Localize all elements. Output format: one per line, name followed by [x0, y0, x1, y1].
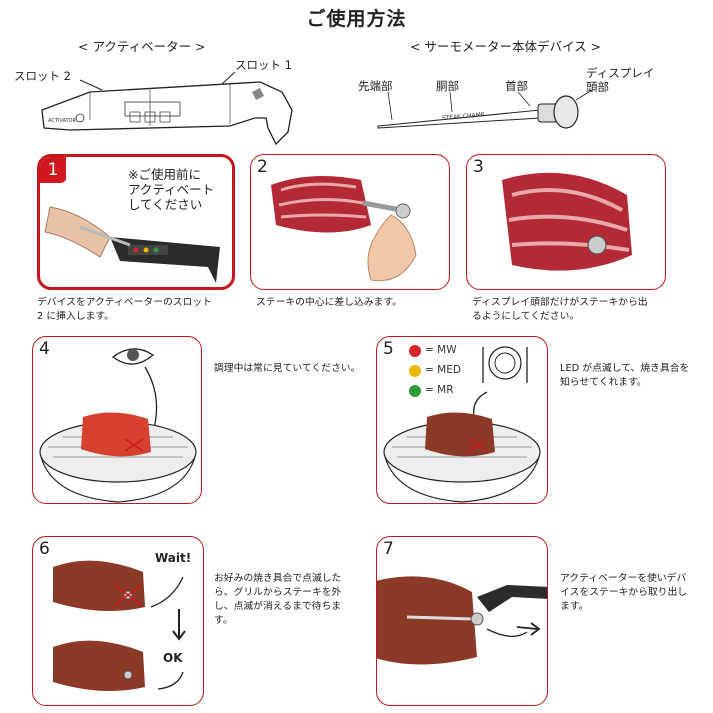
led-med-icon [409, 365, 421, 377]
led-legend-mr: = MR [425, 384, 454, 396]
led-legend-med: = MED [425, 364, 461, 376]
step-3-number: 3 [473, 157, 484, 177]
activator-heading: < アクティベーター > [78, 39, 206, 54]
tip-label: 先端部 [358, 79, 393, 93]
step-4-number: 4 [39, 339, 50, 359]
step-1-number: 1 [40, 157, 66, 183]
ok-label: OK [163, 651, 183, 665]
activator-illustration: ACTIVATOR [41, 71, 293, 146]
step-5-caption: LED が点滅して、焼き具合を 知らせてくれます。 [560, 363, 690, 388]
step-2-number: 2 [257, 157, 268, 177]
activator-text: ACTIVATOR [48, 118, 76, 124]
step-2-illustration [271, 176, 417, 282]
step-1-panel: 1 ※ご使用前に アクティベート してください [37, 154, 235, 290]
plate-icon [488, 346, 522, 380]
step-4-panel: 4 [32, 336, 202, 504]
step-7-caption: アクティベーターを使いデバ イスをステーキから取り出し ます。 [560, 573, 688, 612]
step-1-note: ※ご使用前に アクティベート してください [128, 167, 215, 212]
step-1-illustration [44, 206, 220, 283]
step-4-illustration [39, 348, 197, 503]
step-6-number: 6 [39, 539, 50, 559]
wait-label: Wait! [155, 551, 192, 565]
slot2-label: スロット 2 [14, 69, 71, 83]
led-mw-icon [409, 345, 421, 357]
thermometer-brand: STEAK CHAMP [442, 111, 486, 122]
led-mr-icon [409, 385, 421, 397]
step-1-caption: デバイスをアクティベーターのスロット 2 に挿入します。 [37, 297, 212, 322]
step-6-illustration [53, 560, 186, 691]
step-5-illustration [383, 345, 541, 503]
neck-label: 首部 [505, 79, 528, 93]
step-5-number: 5 [383, 339, 394, 359]
body-label: 胴部 [436, 79, 459, 93]
step-4-caption: 調理中は常に見ていてください。 [214, 363, 361, 374]
step-2-caption: ステーキの中心に差し込みます。 [256, 297, 402, 308]
slot1-label: スロット 1 [235, 58, 292, 72]
step-7-illustration [377, 576, 547, 665]
step-5-panel: 5 = MW = MED = MR [376, 336, 548, 504]
page-title: ご使用方法 [306, 8, 407, 30]
step-7-number: 7 [383, 539, 394, 559]
led-legend-mw: = MW [425, 344, 457, 356]
thermometer-illustration: STEAK CHAMP [377, 89, 593, 129]
step-2-panel: 2 [250, 154, 450, 290]
step-7-panel: 7 [376, 536, 548, 706]
thermometer-heading: < サーモメーター本体デバイス > [410, 39, 602, 54]
step-3-caption: ディスプレイ頭部だけがステーキから出 るようにしてください。 [472, 297, 648, 322]
step-6-panel: 6 Wait! OK [32, 536, 204, 706]
step-3-panel: 3 [466, 154, 666, 290]
step-3-illustration [502, 172, 632, 271]
step-6-caption: お好みの焼き具合で点滅した ら、グリルからステーキを外 し、点滅が消えるまで待ち… [214, 573, 342, 626]
